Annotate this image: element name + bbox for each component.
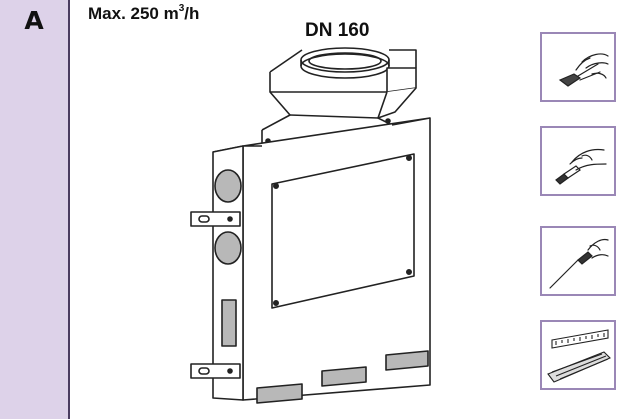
ventilation-box-illustration: [190, 47, 431, 404]
tool-box-screwdriver: [540, 226, 616, 296]
utility-knife-icon: [555, 148, 607, 185]
hood-top-face: [269, 49, 417, 73]
side-cutter-pliers-icon: [558, 53, 609, 87]
bottom-grille-1: [256, 383, 303, 404]
side-slot: [221, 299, 237, 347]
measuring-ruler-icon: [547, 329, 611, 383]
section-letter: A: [24, 6, 44, 35]
sidebar: A: [0, 0, 70, 419]
max-flow-suffix: /h: [184, 4, 200, 23]
side-port-2: [214, 231, 242, 265]
bottom-grille-2: [321, 366, 367, 387]
tool-box-pliers: [540, 32, 616, 102]
cover-panel: [271, 153, 415, 309]
hood-left-taper: [261, 91, 291, 131]
hood-lower-front: [289, 114, 379, 119]
tool-box-ruler: [540, 320, 616, 390]
duct-gasket-band: [300, 60, 390, 66]
bottom-grille-3: [385, 350, 429, 371]
hood-right-taper: [377, 87, 417, 119]
max-flow-prefix: Max. 250 m: [88, 4, 179, 23]
duct-ring-inner: [308, 52, 382, 70]
duct-diameter-label: DN 160: [305, 20, 370, 41]
side-port-1: [214, 169, 242, 203]
max-flow-label: Max. 250 m3/h: [88, 3, 200, 24]
max-flow-superscript: 3: [178, 3, 185, 14]
tool-box-knife: [540, 126, 616, 196]
screwdriver-icon: [549, 238, 609, 289]
hood-screw-3: [385, 118, 391, 124]
